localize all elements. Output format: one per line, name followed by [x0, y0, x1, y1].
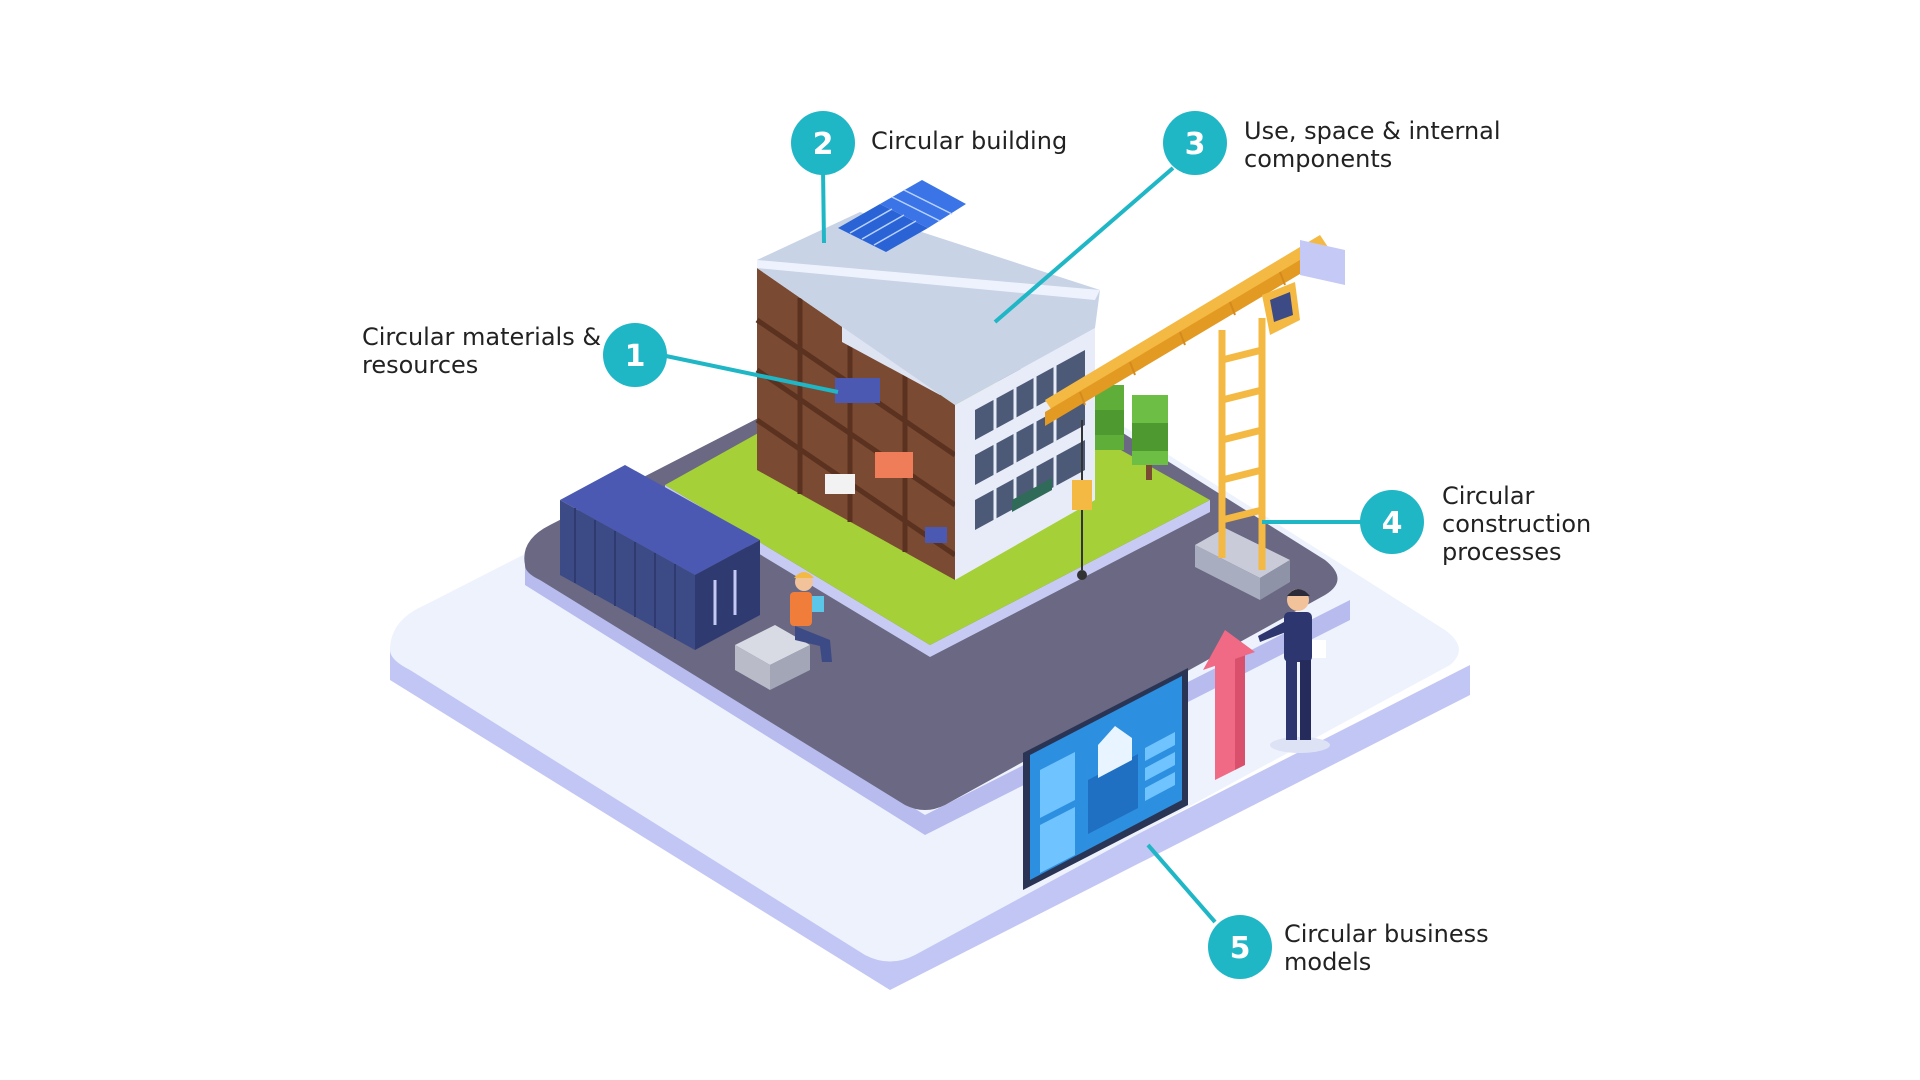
callout-label-line: Circular business — [1284, 920, 1489, 948]
callout-label-line: Circular materials & — [362, 323, 602, 351]
callout-label-line: Circular — [1442, 482, 1535, 510]
home-icon — [1098, 726, 1132, 778]
callout-label-1: Circular materials & resources — [362, 323, 601, 379]
callout-label-line: construction — [1442, 510, 1592, 539]
callout-badge-1: 1 — [603, 323, 667, 387]
badge-number: 5 — [1230, 931, 1251, 966]
dashboard-screen-icon — [1023, 668, 1188, 890]
callout-label-2: Circular building — [871, 127, 1067, 155]
solar-panel-icon — [838, 180, 966, 252]
callout-label-4: Circular construction processes — [1442, 482, 1591, 566]
badge-number: 3 — [1185, 127, 1206, 162]
shipping-container-icon — [560, 465, 760, 650]
callout-label-3: Use, space & internal components — [1244, 117, 1501, 173]
callout-badge-5: 5 — [1208, 915, 1272, 979]
callout-badge-4: 4 — [1360, 490, 1424, 554]
building — [755, 180, 1100, 580]
callout-label-line: components — [1244, 145, 1393, 174]
callout-badge-2: 2 — [791, 111, 855, 175]
callout-label-line: processes — [1442, 538, 1562, 567]
callout-label-line: resources — [362, 351, 479, 380]
badge-number: 2 — [813, 127, 834, 162]
callout-leaders — [665, 166, 1373, 924]
businessman-icon — [1258, 589, 1330, 753]
crane-icon — [1045, 235, 1345, 600]
tree-icon — [1092, 385, 1168, 480]
callout-label-5: Circular business models — [1284, 920, 1489, 976]
badge-number: 1 — [625, 339, 646, 374]
worker-icon — [735, 572, 832, 690]
callout-label-line: Circular building — [871, 127, 1068, 155]
callout-label-line: Use, space & internal — [1244, 117, 1501, 145]
growth-arrow-icon — [1203, 630, 1255, 780]
badge-number: 4 — [1382, 506, 1403, 541]
callout-label-line: models — [1284, 948, 1372, 977]
callout-badge-3: 3 — [1163, 111, 1227, 175]
